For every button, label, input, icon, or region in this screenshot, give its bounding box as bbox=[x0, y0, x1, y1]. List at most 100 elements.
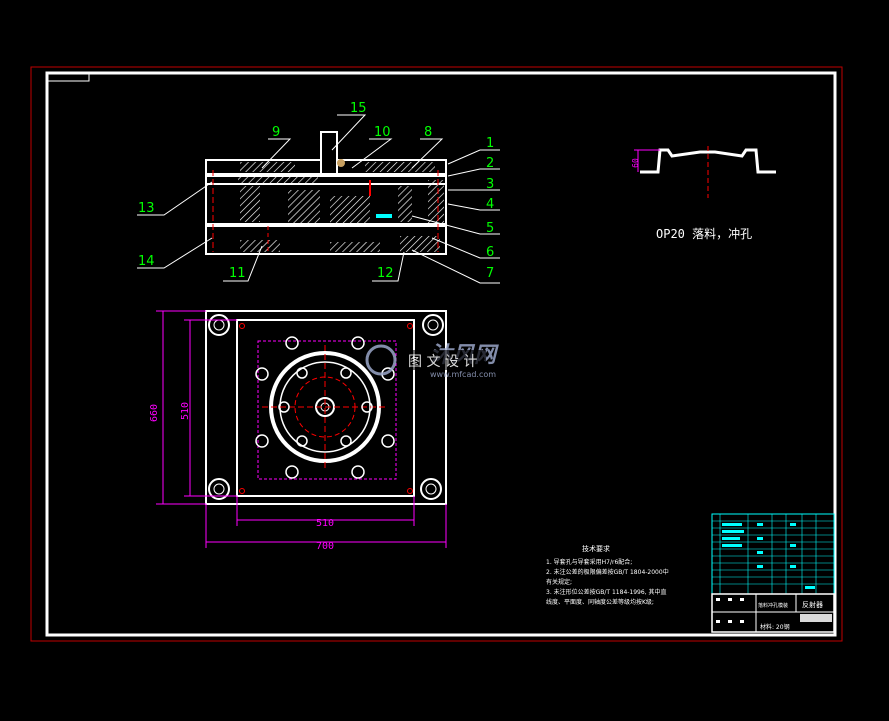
balloon-labels: 15 9 10 8 1 2 3 4 5 6 7 13 14 11 12 bbox=[138, 101, 494, 281]
guide-post-bottom-right bbox=[420, 478, 442, 500]
pin-hole bbox=[407, 323, 413, 329]
balloon-6: 6 bbox=[486, 245, 494, 260]
guide-post-bottom-left bbox=[208, 478, 230, 500]
bolt-pattern-square bbox=[257, 340, 397, 480]
pin-hole bbox=[407, 488, 413, 494]
balloon-4: 4 bbox=[486, 197, 494, 212]
leader-8 bbox=[411, 138, 444, 169]
balloon-10: 10 bbox=[374, 125, 391, 140]
watermark-logo-icon bbox=[365, 344, 397, 376]
tech-req-line-3: 有关规定; bbox=[546, 578, 572, 586]
parts-list-marks bbox=[722, 523, 815, 589]
guide-post-top-right bbox=[422, 314, 444, 336]
technical-requirements: 技术要求 1. 导套孔与导套采用H7/r6配合; 2. 未注公差的极限偏差按GB… bbox=[546, 544, 669, 606]
punch-hole bbox=[296, 367, 308, 379]
leader-9 bbox=[261, 138, 292, 169]
dim-text-700: 700 bbox=[316, 541, 334, 552]
leader-6 bbox=[431, 237, 500, 259]
bolt-hole bbox=[255, 367, 269, 381]
part-profile-outline bbox=[640, 148, 776, 174]
balloon-11: 11 bbox=[229, 266, 246, 281]
title-fragment: 落料冲孔模装 bbox=[758, 602, 788, 609]
outer-sheet-border bbox=[30, 66, 843, 642]
title-block-fill bbox=[800, 614, 832, 622]
balloon-3: 3 bbox=[486, 177, 494, 192]
watermark: 沐风网 图 文 设 计 www.mfcad.com bbox=[365, 343, 499, 379]
balloon-1: 1 bbox=[486, 136, 494, 151]
body-hatch-3 bbox=[428, 180, 444, 226]
leader-10 bbox=[351, 138, 393, 169]
title-block: 落料冲孔模装 反射器 材料: 20钢 bbox=[711, 513, 835, 633]
operation-label: OP20 落料，冲孔 bbox=[656, 226, 752, 241]
pin-hole bbox=[239, 323, 245, 329]
guide-post-bottom-left-inner bbox=[213, 483, 225, 495]
lower-hatch-2 bbox=[330, 242, 380, 252]
small-pin-holes bbox=[239, 323, 413, 494]
balloon-5: 5 bbox=[486, 221, 494, 236]
body-hatch-1 bbox=[240, 186, 260, 222]
bolt-hole bbox=[381, 434, 395, 448]
tech-req-line-5: 线度、平面度、同轴度公差等级均按K级; bbox=[546, 598, 654, 606]
parts-list-grid bbox=[712, 514, 834, 594]
balloon-15: 15 bbox=[350, 101, 367, 116]
punch-hatch bbox=[288, 190, 320, 230]
leader-5 bbox=[411, 215, 500, 235]
stripper-detail bbox=[376, 214, 392, 218]
tech-req-line-2: 2. 未注公差的极限偏差按GB/T 1804-2000中 bbox=[546, 568, 669, 576]
part-height-dim-text: 60 bbox=[631, 158, 640, 168]
title-block-frame bbox=[711, 593, 835, 633]
bolt-hole bbox=[351, 465, 365, 479]
leader-1 bbox=[447, 149, 500, 165]
die-insert-hatch bbox=[330, 196, 370, 226]
balloon-12: 12 bbox=[377, 266, 394, 281]
punch-hole bbox=[340, 367, 352, 379]
die-shank bbox=[320, 131, 338, 175]
leader-15 bbox=[331, 114, 367, 151]
leader-13 bbox=[137, 181, 213, 216]
leader-11 bbox=[223, 245, 263, 282]
bolt-hole bbox=[351, 336, 365, 350]
die-plan-view bbox=[205, 310, 447, 505]
balloon-13: 13 bbox=[138, 201, 155, 216]
punch-hole bbox=[361, 401, 373, 413]
bolt-hole bbox=[285, 465, 299, 479]
dim-text-510-horizontal: 510 bbox=[316, 518, 334, 529]
dim-text-510-vertical: 510 bbox=[180, 402, 191, 420]
bolt-hole bbox=[285, 336, 299, 350]
balloon-9: 9 bbox=[272, 125, 280, 140]
leader-14 bbox=[137, 237, 213, 269]
dimension-labels: 660 510 510 700 bbox=[149, 402, 334, 552]
watermark-url: www.mfcad.com bbox=[430, 370, 496, 379]
dim-text-660: 660 bbox=[149, 404, 160, 422]
leader-2 bbox=[447, 168, 500, 177]
leader-7 bbox=[411, 249, 500, 284]
balloon-2: 2 bbox=[486, 156, 494, 171]
punch-hole bbox=[278, 401, 290, 413]
die-section-view bbox=[205, 131, 447, 255]
drawing-name: 反射器 bbox=[802, 600, 823, 609]
tech-req-line-1: 1. 导套孔与导套采用H7/r6配合; bbox=[546, 558, 632, 566]
upper-plate-hatch-right bbox=[365, 162, 435, 172]
dimension-lines bbox=[156, 310, 447, 548]
balloon-14: 14 bbox=[138, 254, 155, 269]
punch-hole bbox=[296, 435, 308, 447]
shank-pin bbox=[337, 159, 345, 167]
frame-corner-tag bbox=[46, 72, 90, 82]
tech-req-title: 技术要求 bbox=[582, 544, 610, 553]
punch-hole bbox=[340, 435, 352, 447]
balloon-7: 7 bbox=[486, 266, 494, 281]
balloon-8: 8 bbox=[424, 125, 432, 140]
lower-hatch-1 bbox=[240, 240, 280, 252]
guide-post-top-left bbox=[208, 314, 230, 336]
leader-12 bbox=[372, 251, 405, 282]
upper-plate-hatch-left bbox=[240, 162, 295, 172]
guide-post-top-right-inner bbox=[427, 319, 439, 331]
material-label: 材料: 20钢 bbox=[760, 623, 790, 631]
watermark-subtitle-bg bbox=[402, 350, 486, 370]
bolt-hole bbox=[255, 434, 269, 448]
lower-hatch-3 bbox=[400, 236, 440, 252]
balloon-leaders bbox=[137, 114, 500, 284]
guide-post-bottom-right-inner bbox=[425, 483, 437, 495]
signature-marks bbox=[716, 598, 744, 623]
